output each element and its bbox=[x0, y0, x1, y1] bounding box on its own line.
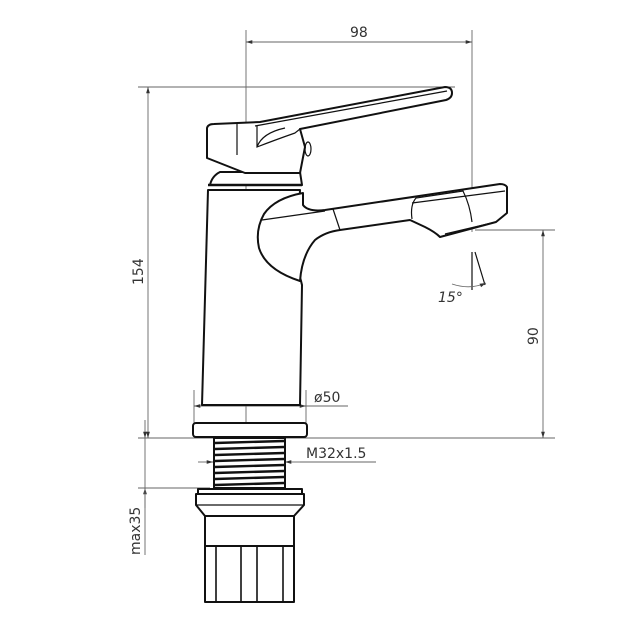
mounting-nut bbox=[195, 488, 305, 603]
dimension-90: 90 bbox=[526, 230, 545, 438]
extension-lines bbox=[138, 30, 555, 489]
threaded-rod bbox=[213, 437, 286, 489]
faucet-spout bbox=[256, 183, 508, 282]
dimension-diameter-label: ø50 bbox=[314, 390, 340, 406]
spray-angle-label: 15° bbox=[438, 290, 463, 306]
dimension-154: 154 bbox=[131, 87, 150, 438]
dimension-90-label: 90 bbox=[526, 327, 542, 345]
lever-handle bbox=[206, 86, 453, 174]
dimension-154-label: 154 bbox=[131, 258, 147, 285]
dimension-max35-label: max35 bbox=[128, 507, 144, 555]
dimension-max35: max35 bbox=[128, 420, 147, 555]
dimension-thread-label: M32x1.5 bbox=[306, 446, 366, 462]
base-flange bbox=[192, 422, 308, 438]
spray-angle-indicator: 15° bbox=[438, 251, 487, 306]
dimension-98-label: 98 bbox=[350, 25, 368, 41]
dimension-98: 98 bbox=[246, 25, 472, 44]
dimension-thread: M32x1.5 bbox=[198, 446, 376, 464]
